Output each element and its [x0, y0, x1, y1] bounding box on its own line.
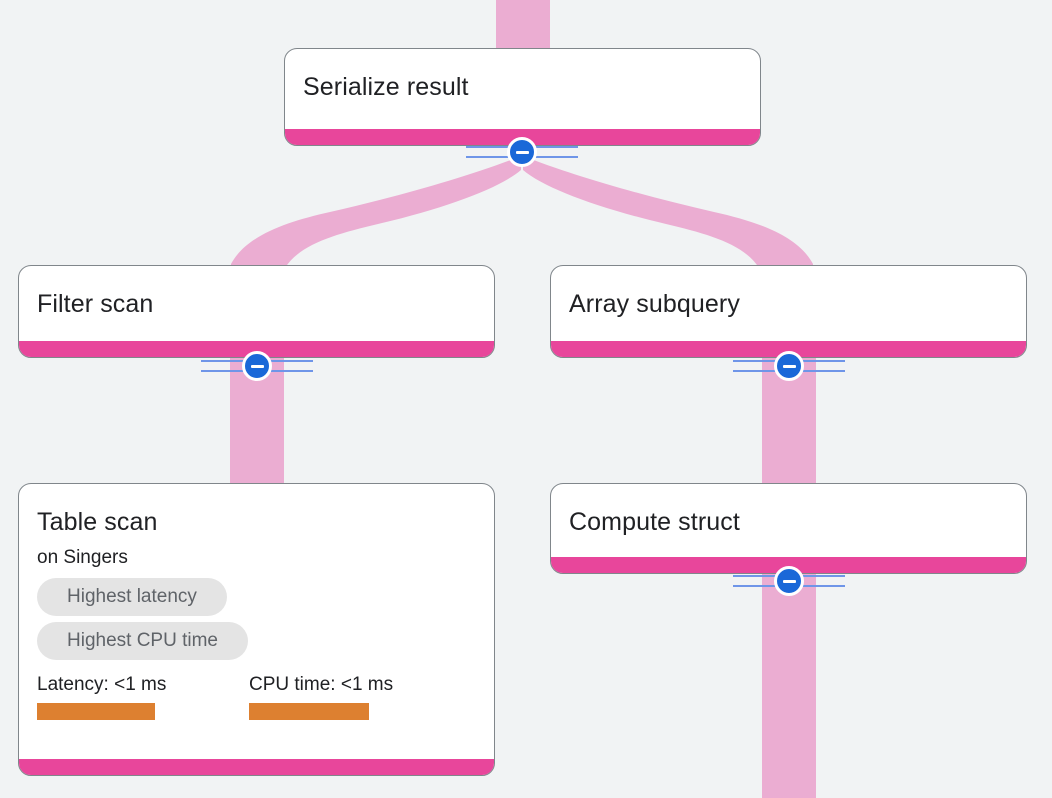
collapse-minus-icon[interactable]: [242, 351, 272, 381]
node-accent-bar: [551, 557, 1026, 573]
node-subtitle: on Singers: [37, 547, 128, 568]
node-filter-scan[interactable]: Filter scan: [18, 265, 495, 358]
node-title: Filter scan: [37, 290, 154, 318]
node-title: Compute struct: [569, 508, 740, 536]
node-array-subquery[interactable]: Array subquery: [550, 265, 1027, 358]
node-title: Array subquery: [569, 290, 740, 318]
node-title: Serialize result: [303, 73, 469, 101]
metric-cpu-time: CPU time: <1 ms: [249, 674, 393, 720]
node-title: Table scan: [37, 508, 158, 536]
metric-cpu-time-label: CPU time: <1 ms: [249, 674, 394, 695]
edge-serialize-result-to-filter-scan: [231, 156, 521, 268]
metric-cpu-time-bar: [249, 703, 369, 720]
status-badge-highest-latency: Highest latency: [37, 578, 227, 616]
collapse-minus-icon[interactable]: [507, 137, 537, 167]
collapse-minus-icon[interactable]: [774, 566, 804, 596]
node-accent-bar: [19, 341, 494, 357]
minus-glyph: [782, 579, 796, 583]
toggle-serialize-result[interactable]: [466, 135, 578, 169]
edge-serialize-result-to-array-subquery: [523, 156, 813, 268]
node-body: Filter scan: [19, 266, 494, 341]
node-badges: Highest latency Highest CPU time: [37, 578, 248, 660]
node-accent-bar: [551, 341, 1026, 357]
node-accent-bar: [19, 759, 494, 775]
node-compute-struct[interactable]: Compute struct: [550, 483, 1027, 574]
minus-glyph: [515, 150, 529, 154]
collapse-minus-icon[interactable]: [774, 351, 804, 381]
node-metrics: Latency: <1 ms CPU time: <1 ms: [37, 674, 393, 720]
node-body: Table scan on Singers Highest latency Hi…: [19, 484, 494, 759]
node-serialize-result[interactable]: Serialize result: [284, 48, 761, 146]
minus-glyph: [250, 364, 264, 368]
toggle-filter-scan[interactable]: [201, 349, 313, 383]
status-badge-highest-cpu-time: Highest CPU time: [37, 622, 248, 660]
toggle-array-subquery[interactable]: [733, 349, 845, 383]
metric-latency: Latency: <1 ms: [37, 674, 249, 720]
edge-parent-to-serialize-result: [496, 0, 550, 50]
node-table-scan[interactable]: Table scan on Singers Highest latency Hi…: [18, 483, 495, 776]
minus-glyph: [782, 364, 796, 368]
metric-latency-bar: [37, 703, 155, 720]
node-body: Compute struct: [551, 484, 1026, 557]
edge-compute-struct-to-child: [762, 572, 816, 798]
metric-latency-label: Latency: <1 ms: [37, 674, 167, 695]
toggle-compute-struct[interactable]: [733, 564, 845, 598]
node-body: Serialize result: [285, 49, 760, 129]
node-body: Array subquery: [551, 266, 1026, 341]
